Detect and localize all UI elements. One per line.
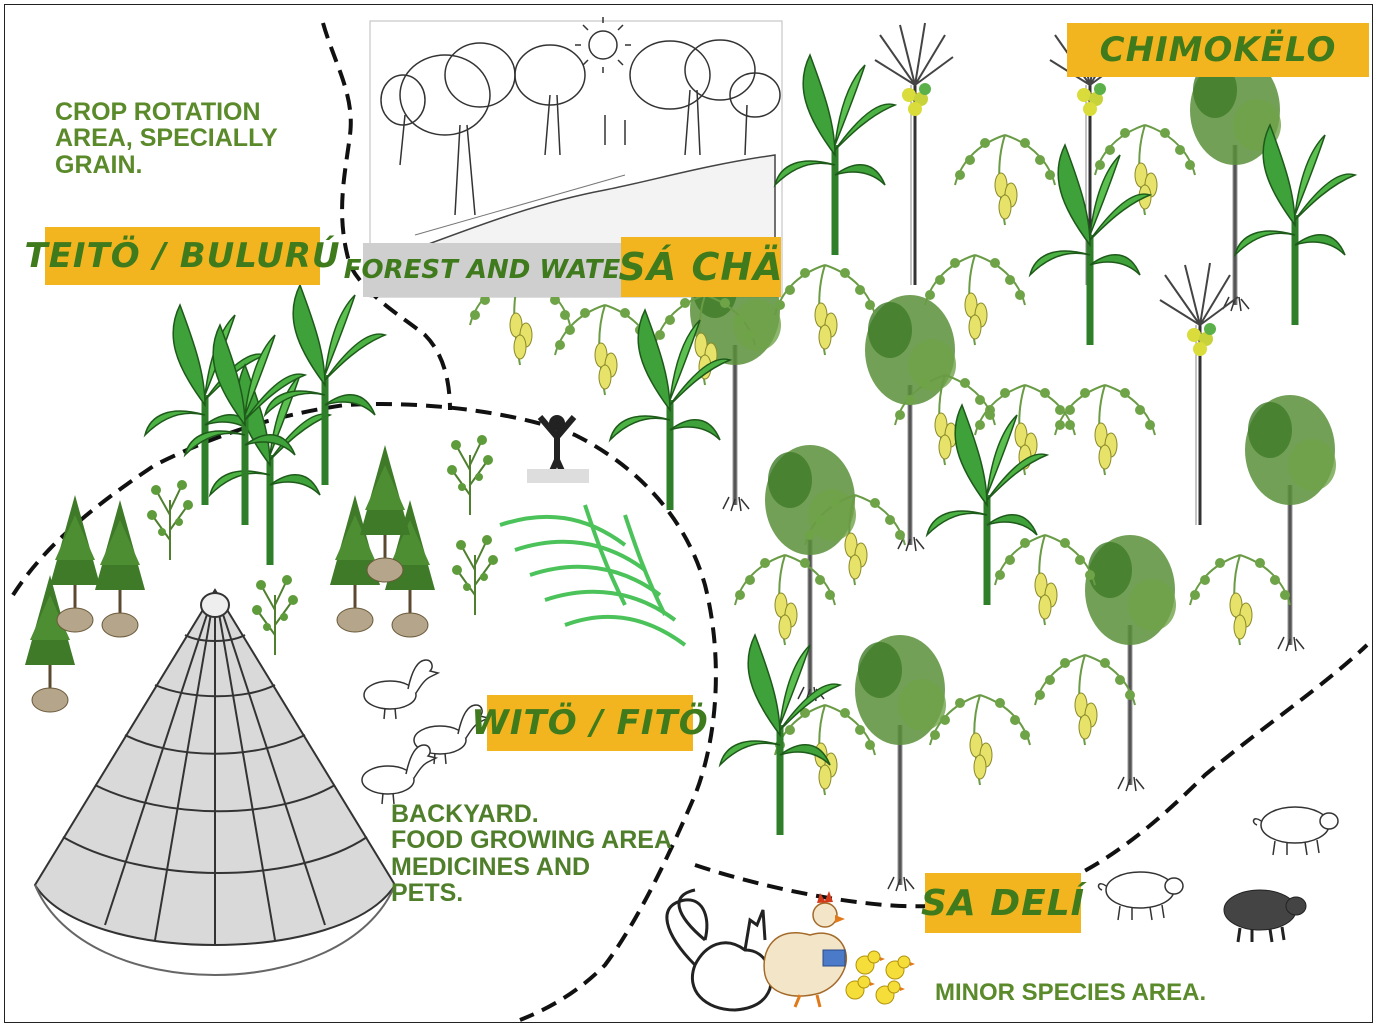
- ducks: [362, 660, 488, 804]
- note-backyard: BACKYARD. FOOD GROWING AREA MEDICINES AN…: [391, 801, 672, 906]
- hen: [764, 891, 846, 1007]
- crop-plants: [25, 285, 498, 712]
- label-chimokelo: CHIMOKËLO: [1067, 23, 1369, 77]
- label-forest-and-water-text: FOREST AND WATER: [344, 255, 641, 285]
- label-wito-fito-text: WITÖ / FITÖ: [471, 703, 708, 743]
- label-sa-deli-text: SA DELÍ: [921, 883, 1085, 924]
- note-minor-species: MINOR SPECIES AREA.: [935, 980, 1206, 1005]
- label-teito-buluru-text: TEITÖ / BULURÚ: [25, 236, 341, 276]
- note-crop-rotation-line-2: AREA, SPECIALLY: [55, 125, 278, 151]
- pigs: [1099, 807, 1338, 942]
- note-backyard-line-3: MEDICINES AND: [391, 854, 672, 880]
- grass-patch: [500, 505, 685, 645]
- label-teito-buluru: TEITÖ / BULURÚ: [45, 227, 320, 285]
- note-crop-rotation-line-1: CROP ROTATION: [55, 99, 278, 125]
- label-forest-and-water: FOREST AND WATER: [363, 243, 621, 297]
- note-crop-rotation: CROP ROTATION AREA, SPECIALLY GRAIN.: [55, 99, 278, 178]
- chicks: [846, 951, 915, 1004]
- note-crop-rotation-line-3: GRAIN.: [55, 152, 278, 178]
- conical-hut: [35, 590, 395, 975]
- note-backyard-line-2: FOOD GROWING AREA: [391, 827, 672, 853]
- rooster: [667, 890, 771, 1010]
- person-figure: [527, 415, 589, 483]
- label-sa-cha: SÁ CHÄ: [621, 237, 781, 297]
- label-wito-fito: WITÖ / FITÖ: [487, 695, 693, 751]
- label-chimokelo-text: CHIMOKËLO: [1100, 30, 1337, 70]
- note-backyard-line-1: BACKYARD.: [391, 801, 672, 827]
- label-sa-deli: SA DELÍ: [925, 873, 1081, 933]
- permaculture-map: CHIMOKËLO TEITÖ / BULURÚ FOREST AND WATE…: [4, 4, 1373, 1023]
- note-minor-species-text: MINOR SPECIES AREA.: [935, 979, 1206, 1006]
- note-backyard-line-4: PETS.: [391, 880, 672, 906]
- label-sa-cha-text: SÁ CHÄ: [618, 245, 783, 289]
